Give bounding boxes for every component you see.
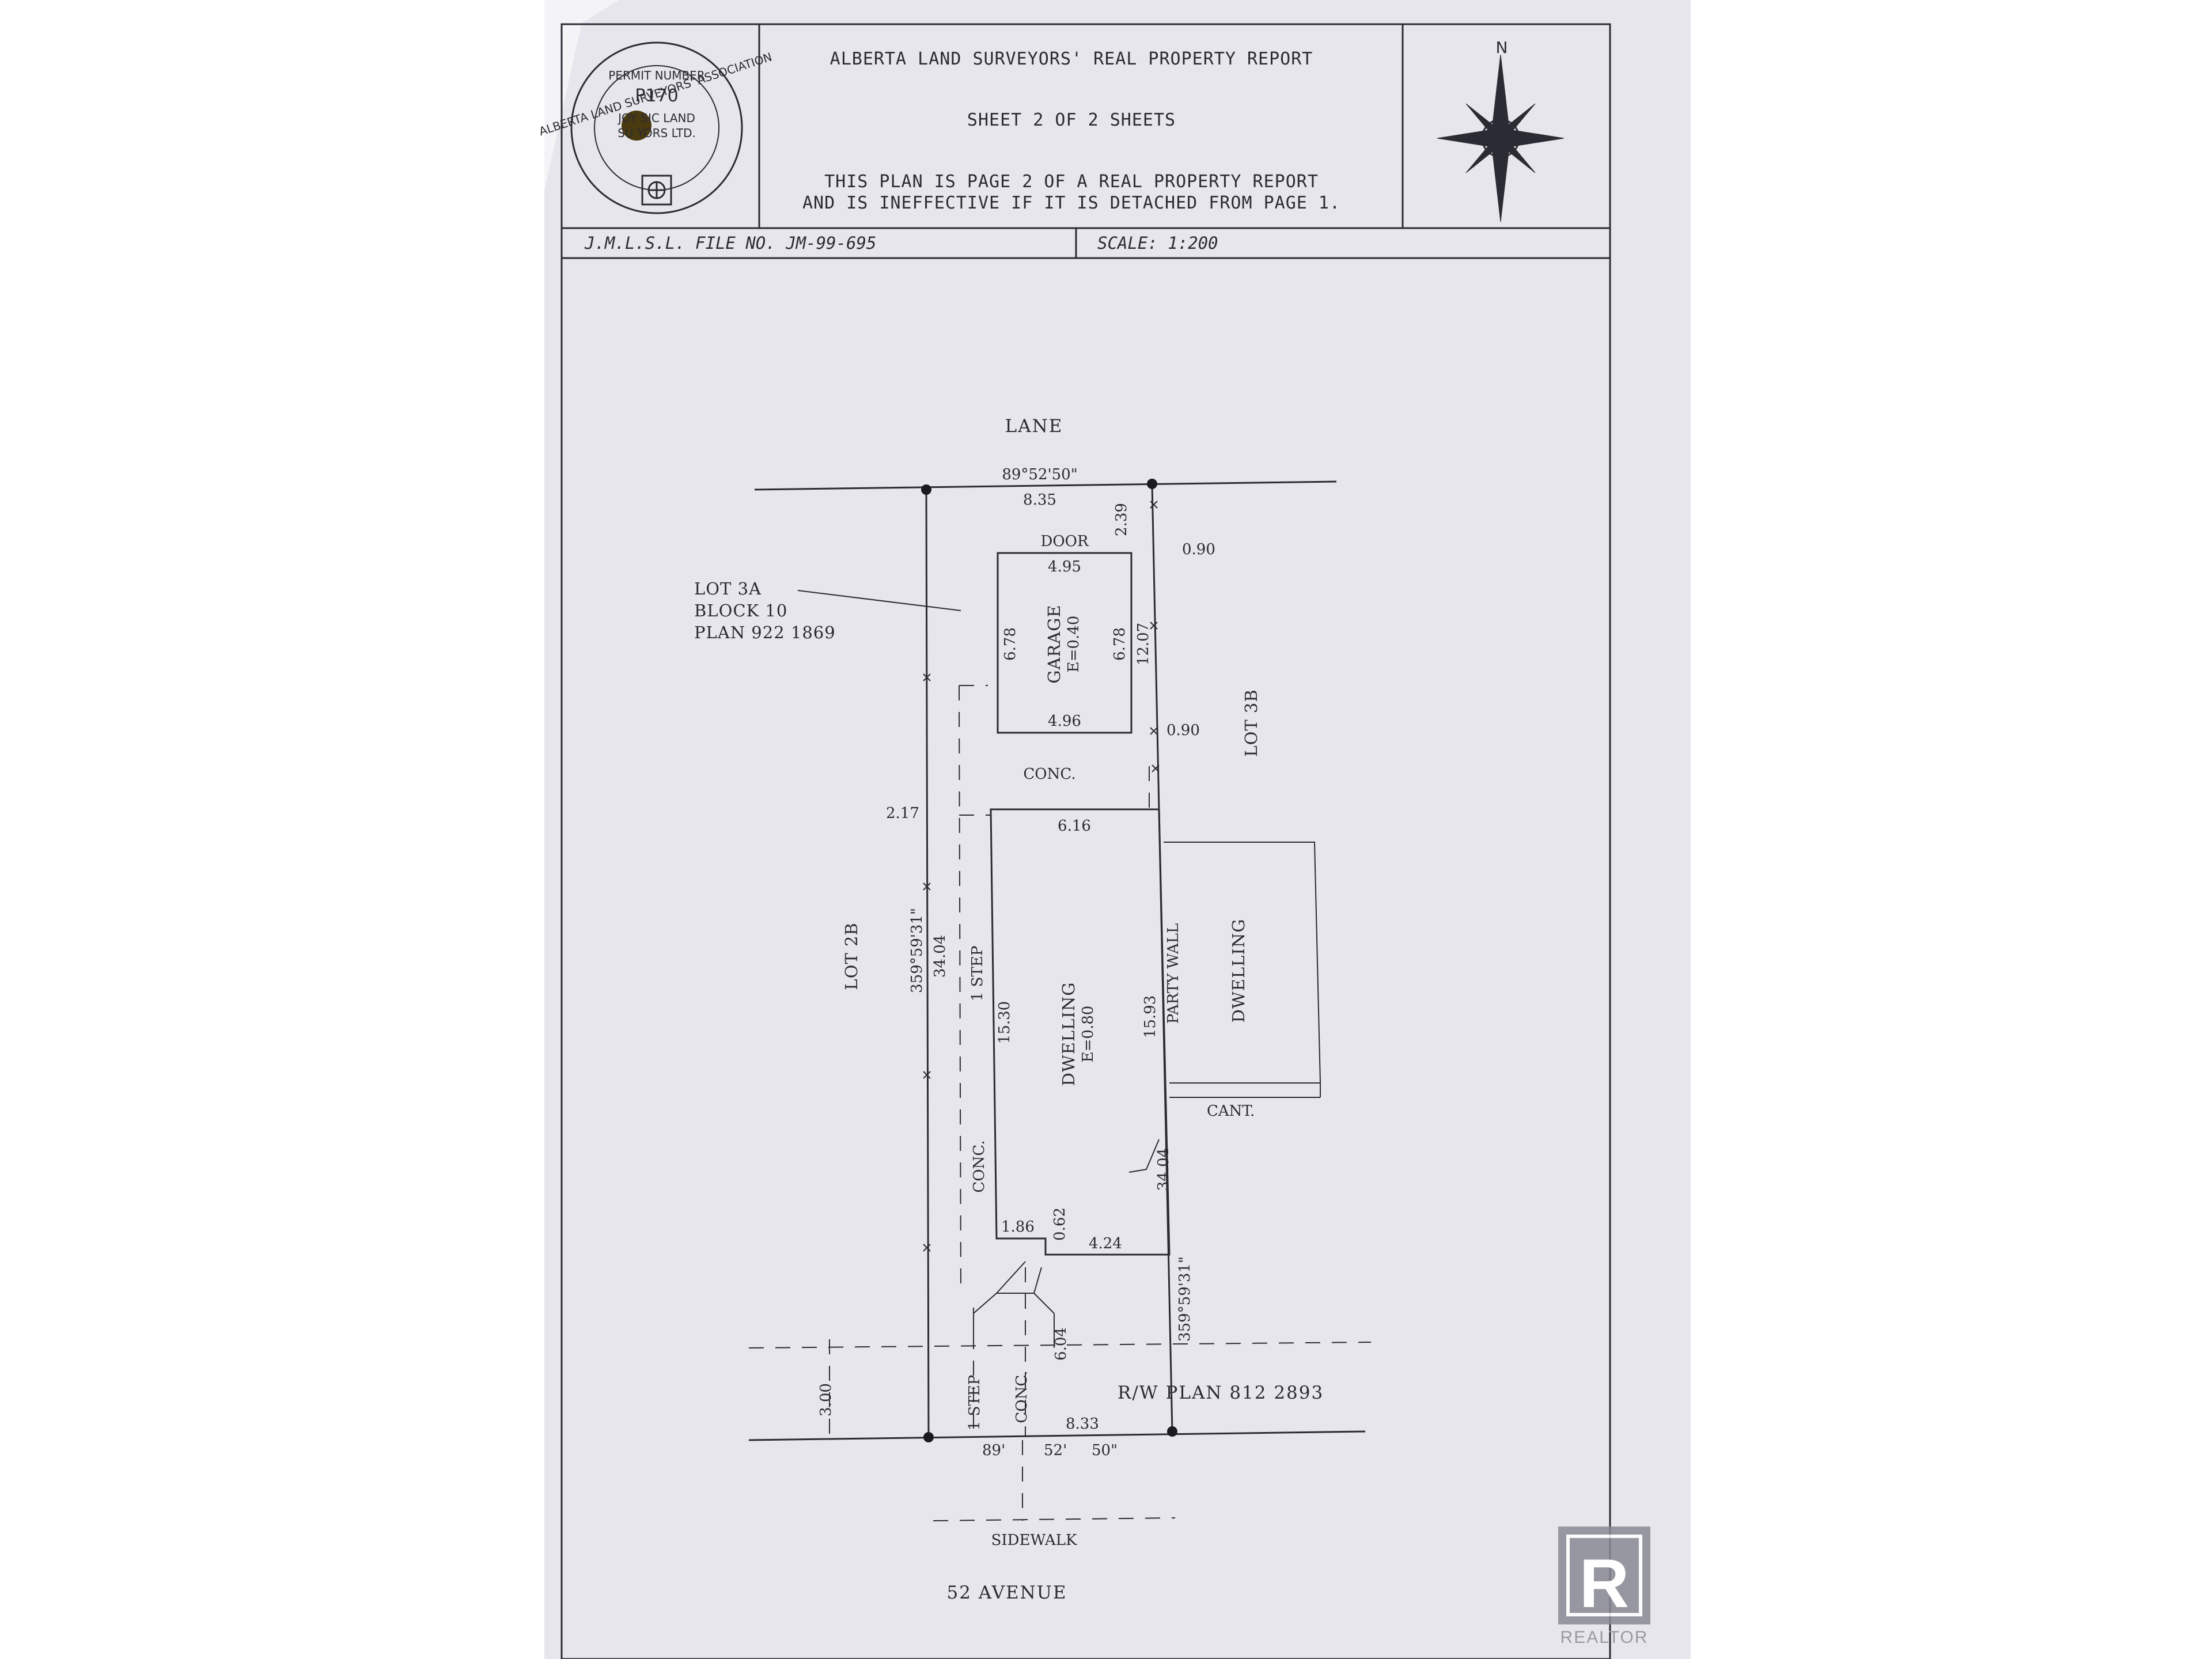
front-property-line <box>748 1430 1366 1441</box>
dim-1-86: 1.86 <box>1001 1218 1035 1236</box>
front-steps <box>973 1261 1055 1348</box>
bearing-bottom-sec: 50" <box>1092 1442 1118 1459</box>
garage-width-top: 4.95 <box>1048 558 1081 575</box>
neighbour-dwelling-outline <box>1164 842 1321 1084</box>
garage-offset-top: 0.90 <box>1182 541 1215 558</box>
realtor-logo-letter: R <box>1580 1545 1630 1622</box>
seal-company-line1: JOY SIC LAND <box>617 111 695 125</box>
dim-2-17: 2.17 <box>886 805 919 822</box>
file-number: J.M.L.S.L. FILE NO. JM-99-695 <box>584 233 876 253</box>
dim-0-62: 0.62 <box>1051 1207 1069 1241</box>
realtor-logo <box>1558 1527 1650 1624</box>
bearing-top: 89°52'50" <box>1002 466 1077 483</box>
dwelling-label: DWELLING <box>1059 982 1078 1086</box>
scale: SCALE: 1:200 <box>1097 233 1218 253</box>
report-note-line2: AND IS INEFFECTIVE IF IT IS DETACHED FRO… <box>802 193 1340 213</box>
lane-line <box>754 480 1337 491</box>
party-wall-label: PARTY WALL <box>1165 923 1182 1024</box>
dwelling-right-dim: 15.93 <box>1142 995 1159 1038</box>
neighbour-dwelling-label: DWELLING <box>1229 919 1248 1023</box>
dwelling-outline <box>990 808 1171 1256</box>
sidewalk-line <box>933 1517 1176 1521</box>
garage-elevation: E=0.40 <box>1065 616 1082 673</box>
lot-label-line1: LOT 3A <box>694 579 762 599</box>
surveyor-seal <box>570 41 743 214</box>
paper-fold <box>544 0 619 190</box>
garage-offset-bottom: 0.90 <box>1166 722 1200 739</box>
lot-label-leader <box>797 590 961 611</box>
conc-side-label: CONC. <box>971 1140 988 1192</box>
width-top: 8.35 <box>1023 491 1056 509</box>
bearing-left: 359°59'31" <box>908 908 926 993</box>
depth-right: 34.04 <box>1155 1148 1172 1191</box>
paper <box>544 0 1691 1659</box>
realtor-logo-text: REALTOR <box>1560 1628 1649 1647</box>
garage-label: GARAGE <box>1044 604 1064 683</box>
lot-label-line3: PLAN 922 1869 <box>694 623 836 642</box>
north-arrow-icon <box>1437 54 1565 222</box>
garage-door-label: DOOR <box>1040 533 1089 550</box>
conc-mid-label: CONC. <box>1023 766 1075 783</box>
dim-3-00: 3.00 <box>817 1383 835 1416</box>
avenue-label: 52 AVENUE <box>946 1582 1067 1603</box>
lot-2b-label: LOT 2B <box>842 922 861 990</box>
garage-outline <box>997 552 1132 734</box>
seal-permit-number: P170 <box>635 86 678 106</box>
dim-6-04: 6.04 <box>1052 1327 1070 1361</box>
width-bottom: 8.33 <box>1066 1415 1099 1433</box>
bearing-bottom-min: 52' <box>1044 1442 1067 1459</box>
sheet-number: SHEET 2 OF 2 SHEETS <box>967 110 1176 130</box>
step-front-label: 1 STEP <box>966 1375 983 1430</box>
dwelling-width-top: 6.16 <box>1058 817 1091 835</box>
lane-label: LANE <box>1005 416 1063 437</box>
bearing-right: 359°59'31" <box>1176 1256 1194 1342</box>
lot-left-boundary <box>925 489 930 1438</box>
lot-3b-label: LOT 3B <box>1241 689 1261 756</box>
garage-side-distance: 12.07 <box>1135 623 1152 665</box>
cant-label: CANT. <box>1207 1103 1255 1120</box>
drawing-frame <box>560 257 1611 1659</box>
dwelling-left-dim: 15.30 <box>996 1001 1013 1044</box>
depth-left: 34.04 <box>931 935 949 978</box>
garage-right-depth: 6.78 <box>1111 627 1128 661</box>
fence-markers <box>923 501 1160 1252</box>
rw-plan-label: R/W PLAN 812 2893 <box>1118 1382 1324 1403</box>
survey-markers <box>921 479 1177 1442</box>
north-label: N <box>1496 38 1508 57</box>
report-title: ALBERTA LAND SURVEYORS' REAL PROPERTY RE… <box>830 49 1313 69</box>
seal-permit-label: PERMIT NUMBER <box>608 69 705 82</box>
step-mid-label: 1 STEP <box>969 946 986 1001</box>
dist-top-garage: 2.39 <box>1113 503 1130 536</box>
bearing-bottom-deg: 89' <box>982 1442 1005 1459</box>
sidewalk-label: SIDEWALK <box>991 1532 1077 1549</box>
seal-company-line2: SU YORS LTD. <box>618 126 696 140</box>
garage-left-depth: 6.78 <box>1002 627 1019 661</box>
dim-4-24: 4.24 <box>1089 1235 1122 1252</box>
conc-walk-edge <box>959 685 961 1294</box>
report-note-line1: THIS PLAN IS PAGE 2 OF A REAL PROPERTY R… <box>824 172 1319 192</box>
garage-width-bottom: 4.96 <box>1048 713 1081 730</box>
conc-front-label: CONC. <box>1013 1370 1031 1423</box>
lot-label-line2: BLOCK 10 <box>694 601 787 620</box>
dwelling-elevation: E=0.80 <box>1080 1006 1097 1063</box>
